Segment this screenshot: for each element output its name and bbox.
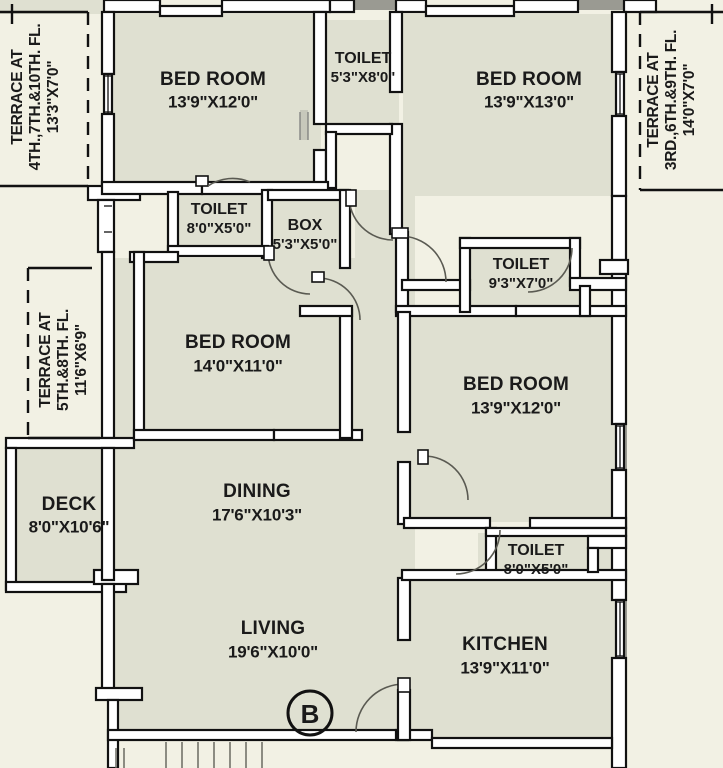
- terrace-line-3: 11'6"X6'9": [73, 324, 90, 396]
- terrace-label-right-top: TERRACE AT 3RD.,6TH.&9TH. FL. 14'0"X7'0": [645, 30, 698, 170]
- room-labels: BED ROOM 13'9"X12'0" BED ROOM 13'9"X13'0…: [29, 50, 582, 677]
- terrace-line-2: 5TH.&8TH. FL.: [55, 309, 72, 411]
- terrace-line-2: 3RD.,6TH.&9TH. FL.: [663, 30, 680, 170]
- terrace-line-1: TERRACE AT: [37, 312, 54, 408]
- floor-fills: [0, 0, 626, 738]
- room-dimension: 13'9"X13'0": [484, 92, 574, 111]
- room-dimension: 5'3"X8'0": [331, 69, 396, 86]
- windows: [104, 73, 624, 657]
- room-name: TOILET: [508, 542, 565, 559]
- unit-marker-letter: B: [301, 699, 320, 729]
- room-name: BED ROOM: [476, 69, 582, 90]
- terrace-label-left-top: TERRACE AT 4TH.,7TH.&10TH. FL. 13'3"X7'0…: [9, 24, 62, 171]
- unit-marker: B: [286, 689, 334, 737]
- room-name: TOILET: [493, 256, 550, 273]
- room-name: BOX: [288, 217, 323, 234]
- room-name: TOILET: [335, 50, 392, 67]
- room-dimension: 5'3"X5'0": [273, 236, 338, 253]
- room-name: BED ROOM: [463, 374, 569, 395]
- room-dimension: 8'0"X5'0": [187, 220, 252, 237]
- room-name: DINING: [223, 481, 291, 502]
- room-dimension: 19'6"X10'0": [228, 642, 318, 661]
- room-label-toilet-top-center: TOILET 5'3"X8'0": [331, 50, 396, 86]
- room-label-toilet-mid-left: TOILET 8'0"X5'0": [187, 201, 252, 237]
- room-name: DECK: [42, 494, 97, 515]
- terrace-labels: TERRACE AT 4TH.,7TH.&10TH. FL. 13'3"X7'0…: [9, 24, 698, 411]
- room-label-bedroom-top-left: BED ROOM 13'9"X12'0": [160, 69, 266, 111]
- room-dimension: 17'6"X10'3": [212, 505, 302, 524]
- room-label-box-room: BOX 5'3"X5'0": [273, 217, 338, 253]
- terrace-line-3: 14'0"X7'0": [681, 64, 698, 137]
- room-name: KITCHEN: [462, 634, 548, 655]
- room-dimension: 8'0"X10'6": [29, 517, 110, 536]
- unit-marker-circle: [286, 689, 334, 737]
- room-name: TOILET: [191, 201, 248, 218]
- room-dimension: 8'0"X5'0": [504, 561, 569, 578]
- room-dimension: 13'9"X12'0": [168, 92, 258, 111]
- room-label-bedroom-top-right: BED ROOM 13'9"X13'0": [476, 69, 582, 111]
- terrace-line-3: 13'3"X7'0": [45, 61, 62, 134]
- terrace-guide-lines: [0, 4, 723, 440]
- balcony-railing: [115, 742, 263, 768]
- room-dimension: 9'3"X7'0": [489, 275, 554, 292]
- room-name: LIVING: [241, 618, 306, 639]
- terrace-line-2: 4TH.,7TH.&10TH. FL.: [27, 24, 44, 171]
- room-label-bedroom-mid-left: BED ROOM 14'0"X11'0": [185, 332, 291, 375]
- room-name: BED ROOM: [160, 69, 266, 90]
- room-label-toilet-mid-right: TOILET 9'3"X7'0": [489, 256, 554, 292]
- room-label-toilet-bottom-right: TOILET 8'0"X5'0": [504, 542, 569, 578]
- room-name: BED ROOM: [185, 332, 291, 353]
- room-label-deck: DECK 8'0"X10'6": [29, 494, 110, 536]
- room-dimension: 13'9"X11'0": [460, 658, 549, 677]
- terrace-label-left-mid: TERRACE AT 5TH.&8TH. FL. 11'6"X6'9": [37, 309, 90, 411]
- room-label-bedroom-mid-right: BED ROOM 13'9"X12'0": [463, 374, 569, 417]
- room-dimension: 14'0"X11'0": [193, 356, 282, 375]
- room-dimension: 13'9"X12'0": [471, 398, 561, 417]
- interior-partitions: [100, 10, 628, 582]
- room-label-kitchen: KITCHEN 13'9"X11'0": [460, 634, 549, 677]
- doors: [195, 175, 573, 733]
- terrace-line-1: TERRACE AT: [645, 52, 662, 148]
- terrace-line-1: TERRACE AT: [9, 49, 26, 145]
- room-label-living: LIVING 19'6"X10'0": [228, 618, 318, 661]
- room-label-dining: DINING 17'6"X10'3": [212, 481, 302, 524]
